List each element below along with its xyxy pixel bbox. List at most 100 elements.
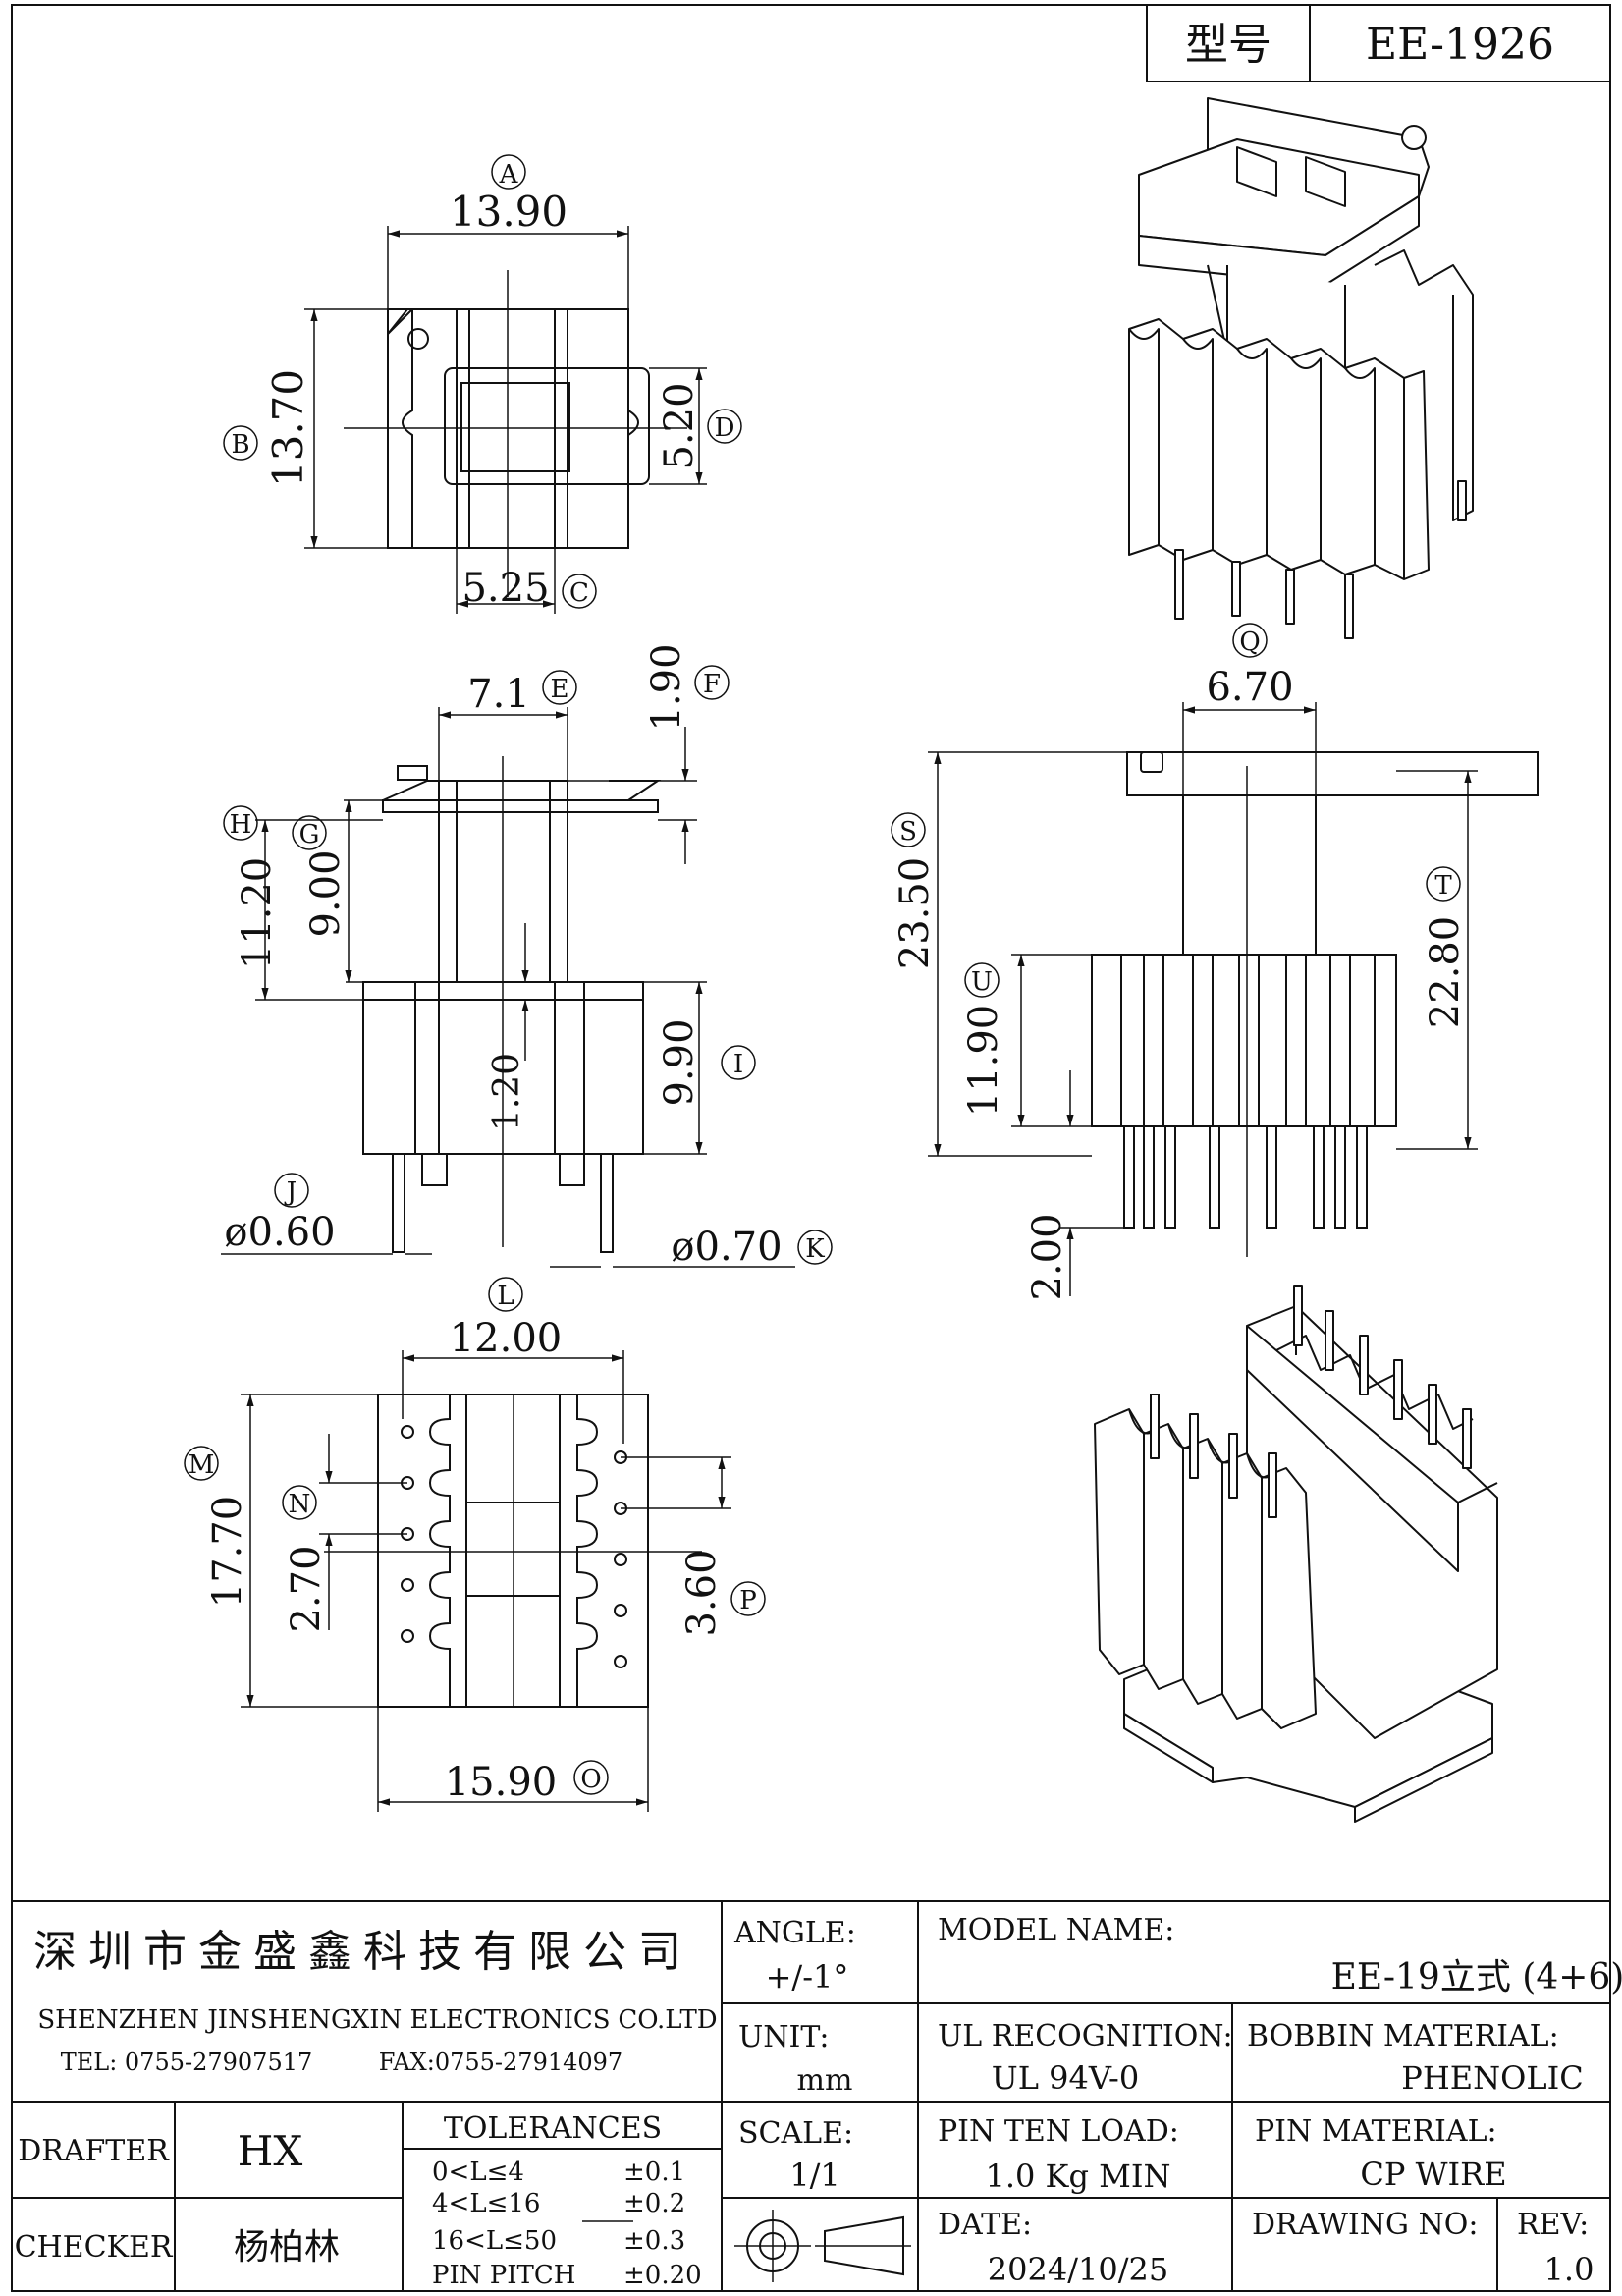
tolerance-list: 0<L≤4 ±0.1 4<L≤16 ±0.2 16<L≤50 ±0.3 PIN … <box>432 2158 702 2290</box>
svg-text:22.80: 22.80 <box>1423 916 1468 1029</box>
drafter-label: DRAFTER <box>18 2134 170 2168</box>
svg-text:12.00: 12.00 <box>450 1316 563 1361</box>
tolerance-range: PIN PITCH <box>432 2261 575 2290</box>
pin-material-label: PIN MATERIAL: <box>1255 2114 1497 2149</box>
svg-text:S: S <box>899 817 917 847</box>
svg-text:G: G <box>299 820 320 849</box>
angle-label: ANGLE: <box>733 1916 856 1950</box>
tolerance-range: 0<L≤4 <box>432 2158 524 2187</box>
svg-text:3.60: 3.60 <box>679 1549 725 1636</box>
svg-text:E: E <box>551 675 569 704</box>
side-view <box>1091 751 1539 1257</box>
drafter-value: HX <box>238 2127 303 2175</box>
svg-text:11.90: 11.90 <box>961 1005 1006 1118</box>
dim-F: 1.90 F <box>644 643 730 732</box>
pin-load-value: 1.0 Kg MIN <box>985 2158 1170 2195</box>
dim-C: 5.25 C <box>461 566 597 611</box>
dim-T: T 22.80 <box>1423 866 1468 1029</box>
side-view-dims <box>928 702 1478 1296</box>
isometric-view-bottom <box>1094 1285 1498 1823</box>
svg-text:2.00: 2.00 <box>1025 1213 1070 1300</box>
svg-text:13.70: 13.70 <box>264 369 312 487</box>
tolerance-range: 4<L≤16 <box>432 2189 540 2218</box>
svg-text:1.90: 1.90 <box>644 643 689 731</box>
svg-text:H: H <box>230 810 252 840</box>
model-header: 型号 EE-1926 <box>1146 4 1611 82</box>
tolerance-value: ±0.1 <box>623 2158 685 2187</box>
dim-U: U 11.90 <box>961 962 1006 1118</box>
svg-text:A: A <box>499 160 519 190</box>
dim-K: ø0.70 K <box>671 1225 833 1270</box>
pin-load-label: PIN TEN LOAD: <box>938 2114 1179 2149</box>
dim-D: D 5.20 <box>657 382 742 470</box>
tolerance-range: 16<L≤50 <box>432 2226 557 2256</box>
bottom-view <box>324 1394 702 1708</box>
tolerances-label: TOLERANCES <box>444 2111 662 2146</box>
svg-text:15.90: 15.90 <box>445 1760 558 1805</box>
svg-text:2.70: 2.70 <box>284 1545 329 1632</box>
svg-text:I: I <box>733 1050 743 1079</box>
projection-symbol <box>734 2210 911 2282</box>
date-label: DATE: <box>938 2208 1032 2242</box>
model-name-label: MODEL NAME: <box>938 1913 1174 1947</box>
svg-text:P: P <box>739 1586 757 1615</box>
dim-O: 15.90 O <box>445 1760 609 1805</box>
scale-value: 1/1 <box>789 2157 840 2194</box>
svg-text:9.00: 9.00 <box>303 849 349 937</box>
dim-A: A 13.90 <box>450 154 568 236</box>
dim-M: M 17.70 <box>184 1446 250 1608</box>
unit-label: UNIT: <box>738 2020 829 2054</box>
ul-value: UL 94V-0 <box>992 2059 1139 2097</box>
front-view <box>362 756 662 1253</box>
svg-text:N: N <box>289 1490 311 1519</box>
svg-text:Q: Q <box>1239 628 1260 657</box>
svg-text:ø0.70: ø0.70 <box>671 1225 782 1270</box>
checker-label: CHECKER <box>15 2230 174 2265</box>
dim-N: N 2.70 <box>282 1485 329 1633</box>
title-block <box>11 1900 1611 2292</box>
svg-text:ø0.60: ø0.60 <box>224 1210 335 1255</box>
svg-text:J: J <box>284 1177 297 1207</box>
svg-text:L: L <box>497 1282 514 1311</box>
bobbin-material-label: BOBBIN MATERIAL: <box>1247 2019 1559 2053</box>
ul-label: UL RECOGNITION: <box>938 2019 1233 2053</box>
svg-text:C: C <box>569 578 589 608</box>
company-tel: TEL: 0755-27907517 <box>61 2049 313 2076</box>
dim-L: L 12.00 <box>450 1277 563 1361</box>
top-view <box>344 270 687 597</box>
svg-text:B: B <box>231 430 249 460</box>
dim-center: 1.20 <box>487 1053 527 1131</box>
svg-text:U: U <box>971 967 993 997</box>
dim-S: S 23.50 <box>891 812 938 969</box>
dim-J: J ø0.60 <box>224 1173 336 1255</box>
svg-text:K: K <box>805 1234 825 1264</box>
tolerance-value: ±0.20 <box>623 2261 702 2290</box>
dim-I: 9.90 I <box>657 1018 756 1107</box>
svg-text:7.1: 7.1 <box>467 672 530 717</box>
pin-material-value: CP WIRE <box>1360 2156 1506 2193</box>
svg-text:13.90: 13.90 <box>450 188 568 236</box>
svg-text:6.70: 6.70 <box>1206 665 1293 710</box>
svg-text:O: O <box>580 1765 601 1794</box>
angle-value: +/-1° <box>766 1958 849 1995</box>
svg-text:1.20: 1.20 <box>487 1053 527 1131</box>
checker-value: 杨柏林 <box>234 2227 340 2268</box>
svg-text:9.90: 9.90 <box>657 1018 702 1106</box>
model-value: EE-1926 <box>1366 20 1554 70</box>
bobbin-material-value: PHENOLIC <box>1401 2059 1583 2097</box>
top-view-dims <box>304 226 707 614</box>
tolerance-value: ±0.3 <box>623 2226 685 2256</box>
svg-text:D: D <box>715 413 735 443</box>
bottom-view-dims <box>241 1350 731 1812</box>
scale-label: SCALE: <box>738 2116 853 2151</box>
unit-value: mm <box>797 2063 853 2098</box>
svg-text:M: M <box>189 1450 215 1480</box>
company-cn: 深圳市金盛鑫科技有限公司 <box>33 1927 693 1977</box>
dim-G: G 9.00 <box>292 815 349 938</box>
drawing-no-label: DRAWING NO: <box>1252 2208 1478 2242</box>
model-name-value: EE-19立式 (4+6) <box>1331 1957 1622 1997</box>
svg-text:11.20: 11.20 <box>235 857 280 970</box>
dim-E: 7.1 E <box>467 670 577 717</box>
dim-B: B 13.70 <box>223 369 312 487</box>
